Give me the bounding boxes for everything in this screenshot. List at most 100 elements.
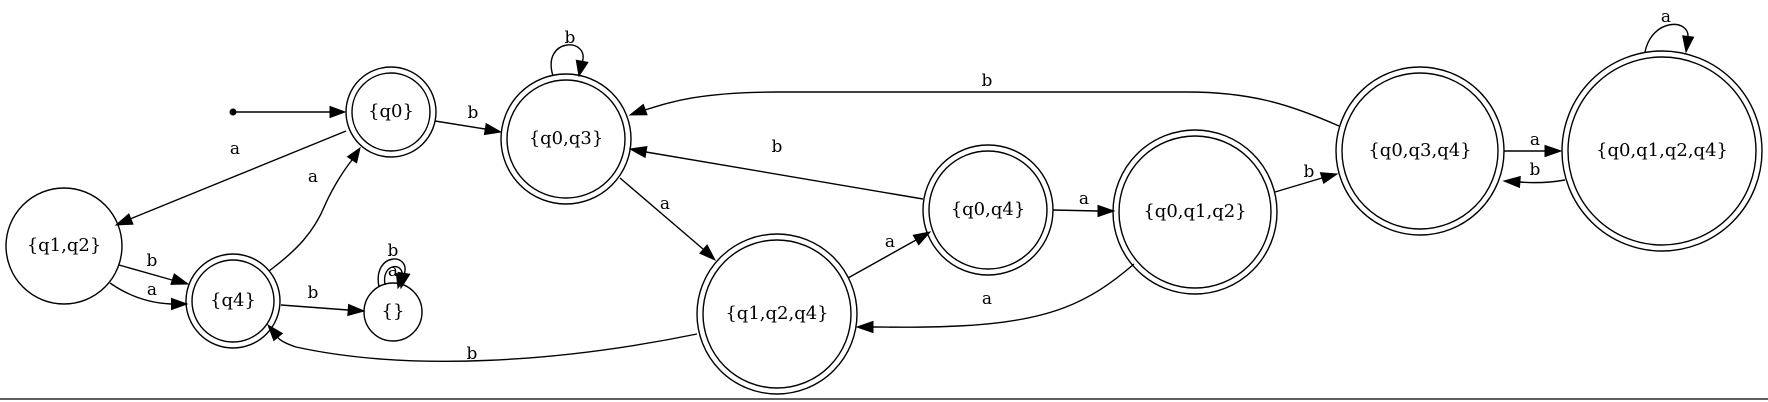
state-q03: {q0,q3} [500,73,632,205]
transition-q03-q124-label: a [660,194,670,214]
transition-q4-empty: b [280,283,366,317]
transition-q4-q0-line [268,159,353,272]
state-q4-outer-ring [185,253,281,349]
state-q03-label: {q0,q3} [529,128,604,149]
state-q0-label: {q0} [368,101,414,122]
transition-q4-empty-label: b [308,283,319,303]
transition-q04-q03-line [645,151,924,200]
transition-q0-q12-line [129,130,347,220]
transition-empty-self-b-line [377,258,406,288]
transition-q012-q034-label: b [1304,162,1315,182]
transition-q034-q0124: a [1504,130,1563,158]
transition-q12-q4-a-line [109,282,172,305]
transition-empty-self-a-arrowhead [395,272,408,290]
state-empty-label: {} [382,301,405,322]
state-q03-outer-ring [500,73,632,205]
state-q12-label: {q1,q2} [27,235,102,256]
transition-q0-q03: b [434,103,503,136]
transition-q0124-self-label: a [1661,7,1671,27]
transition-q0124-q034: b [1502,160,1566,189]
transition-q124-q4-label: b [467,344,478,364]
transition-q04-q012-label: a [1079,189,1089,209]
transition-q0124-self-arrowhead [1682,35,1695,54]
state-q4: {q4} [185,253,281,349]
transition-q4-q0: a [268,146,361,272]
transition-q012-q124-arrowhead [855,320,874,334]
transition-q0124-self: a [1644,7,1695,54]
state-q124-label: {q1,q2,q4} [725,303,828,324]
state-q0124: {q0,q1,q2,q4} [1561,50,1763,252]
transition-empty-self-a-label: a [388,261,398,281]
state-q04-label: {q0,q4} [951,199,1026,220]
transition-q124-q04-line [847,239,917,279]
transition-q03-q03: b [550,28,589,78]
transition-q012-q034-line [1274,177,1323,193]
transition-q012-q124: a [855,263,1135,334]
state-q0124-label: {q0,q1,q2,q4} [1596,140,1728,161]
state-q034: {q0,q3,q4} [1335,66,1505,236]
transition-q03-q124: a [619,177,717,262]
transition-q0-q12: a [114,130,347,226]
transition-q03-q124-line [619,177,704,250]
transition-q4-q0-arrowhead [346,146,361,164]
state-q04: {q0,q4} [922,144,1054,276]
transition-empty-self-a-line [384,266,403,286]
transition-q0-q12-arrowhead [114,213,134,226]
state-q034-inner-ring [1341,72,1499,230]
transition-q03-q03-arrowhead [575,59,589,78]
transition-q124-q04: a [847,231,932,279]
transition-empty-self-a: a [384,261,408,290]
state-q4-inner-ring [191,259,275,343]
transition-q0124-self-line [1644,23,1689,53]
state-q124: {q1,q2,q4} [696,233,858,395]
state-q0-inner-ring [351,72,431,152]
transition-q0124-q034-label: b [1530,160,1541,180]
state-empty-ring [363,282,423,342]
transition-q04-q03-arrowhead [628,146,648,159]
transition-q4-q0-label: a [308,167,318,187]
transition-q012-q034-arrowhead [1319,172,1339,184]
transition-q03-q124-arrowhead [699,244,717,262]
state-q012-label: {q0,q1,q2} [1143,201,1246,222]
transition-q04-q012: a [1052,189,1116,218]
transition-q04-q03: b [628,137,924,200]
transition-q0-q03-line [434,120,486,130]
transition-q0124-q034-line [1519,179,1566,184]
state-q0124-inner-ring [1567,56,1757,246]
transition-q12-q4-a-arrowhead [171,297,189,311]
transition-q012-q124-line [872,263,1135,328]
transition-q034-q03-line [644,91,1340,127]
transition-q124-q04-arrowhead [912,231,932,246]
transition-q124-q4: b [267,323,698,364]
transition-q034-q0124-label: a [1530,130,1540,150]
transition-q12-q4-a-label: a [147,280,157,300]
state-q04-inner-ring [928,150,1048,270]
transition-q4-empty-arrowhead [347,303,366,317]
transition-q4-empty-line [280,304,349,311]
transition-q03-q03-label: b [565,28,576,48]
transition-q12-q4-b-line [118,264,173,281]
transition-q04-q03-label: b [772,137,783,157]
transition-q12-q4-b-arrowhead [170,273,190,285]
state-q012: {q0,q1,q2} [1112,129,1278,295]
transition-empty-self-b-label: b [388,241,399,261]
transition-q12-q4-b: b [118,251,190,285]
transition-q12-q4-b-label: b [147,251,158,271]
start-point [229,108,237,116]
transition-q04-q012-line [1052,209,1099,212]
transition-q034-q0124-arrowhead [1544,144,1563,158]
transition-q03-q03-line [550,44,584,77]
transition-q04-q012-arrowhead [1097,204,1116,218]
state-q012-outer-ring [1112,129,1278,295]
transition-q12-q4-a: a [109,280,189,311]
state-q0: {q0} [345,66,437,158]
transition-q124-q04-label: a [885,232,895,252]
transition-q0-q12-label: a [230,139,240,159]
state-q03-inner-ring [506,79,626,199]
start-arrow [229,105,347,119]
transition-q124-q4-line [276,333,698,362]
state-q4-label: {q4} [210,290,256,311]
transition-q012-q124-label: a [982,289,992,309]
transition-q0-q03-label: b [468,103,479,123]
